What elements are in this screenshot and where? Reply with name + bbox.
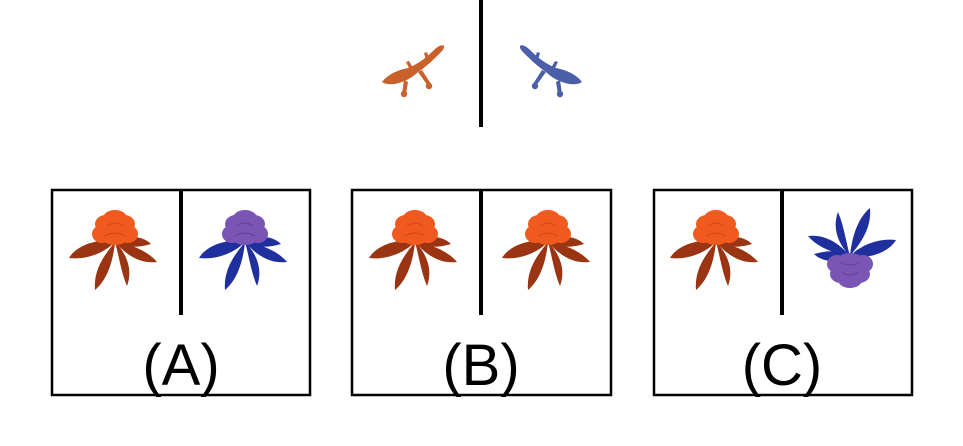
option-b-label: (B) — [442, 333, 519, 398]
option-c[interactable]: (C) — [652, 188, 914, 398]
option-c-label: (C) — [742, 333, 823, 398]
orange-lizard-icon — [382, 45, 445, 98]
option-a-label: (A) — [142, 333, 219, 398]
option-a[interactable]: (A) — [50, 188, 312, 398]
prompt-pair — [382, 0, 582, 127]
blue-lizard-icon — [519, 45, 582, 98]
option-b[interactable]: (B) — [350, 188, 613, 398]
